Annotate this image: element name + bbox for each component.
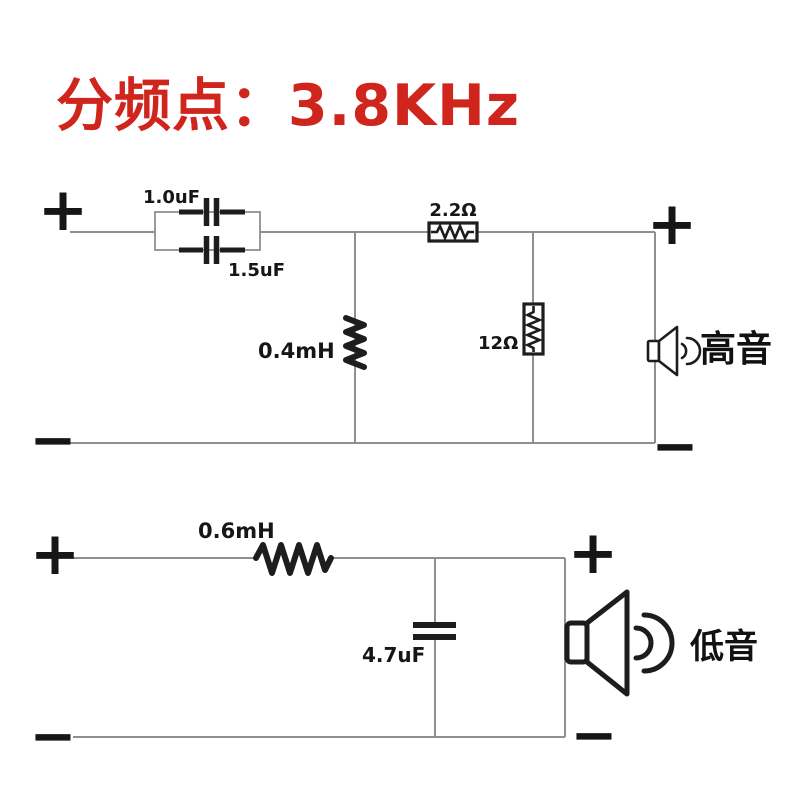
resistor-zigzag: [431, 222, 474, 242]
lp-output-plus: +: [568, 518, 618, 588]
hp-output-minus: −: [652, 414, 699, 479]
speaker-driver: [564, 620, 590, 665]
series-resistor-2_2ohm: [427, 221, 479, 243]
lp-input-minus: −: [30, 704, 77, 769]
sound-wave-large: [641, 612, 675, 674]
sound-wave-small: [633, 625, 654, 661]
lp-output-minus: −: [571, 703, 618, 768]
lowpass-wires: [73, 557, 566, 738]
hp-output-plus: +: [647, 189, 697, 259]
capacitor-1_0uF: [179, 198, 245, 226]
speaker-driver: [646, 339, 661, 363]
lowpass-circuit: 0.6mH 4.7uF 低音 + − + −: [30, 518, 758, 769]
series-resistor-label: 2.2Ω: [429, 200, 476, 221]
resistor-zigzag: [524, 306, 543, 352]
woofer-speaker-icon: [564, 589, 675, 697]
speaker-cone: [657, 325, 679, 377]
sound-wave-large: [685, 336, 702, 366]
highpass-circuit: 1.0uF 1.5uF 0.4mH 2.2Ω 12Ω: [30, 175, 772, 479]
inductor-coil-horizontal: [253, 542, 334, 576]
hp-input-plus: +: [38, 175, 88, 245]
shunt-resistor-label: 12Ω: [478, 333, 518, 354]
shunt-resistor-12ohm: [522, 302, 545, 356]
speaker-cone: [584, 589, 630, 697]
sound-wave-small: [680, 342, 688, 360]
tweeter-speaker-icon: [646, 325, 702, 377]
capacitor-bottom-label: 1.5uF: [228, 260, 285, 281]
inductor-coil-vertical: [343, 315, 367, 370]
hp-input-minus: −: [30, 408, 77, 473]
lp-input-plus: +: [30, 519, 80, 589]
capacitor-1_5uF: [179, 236, 245, 264]
shunt-capacitor-label: 4.7uF: [362, 643, 425, 667]
series-inductor-label: 0.6mH: [198, 519, 275, 543]
woofer-label: 低音: [690, 627, 758, 667]
capacitor-4_7uF: [413, 622, 456, 640]
tweeter-label: 高音: [700, 329, 772, 370]
capacitor-top-label: 1.0uF: [143, 187, 200, 208]
page-title: 分频点：3.8KHz: [56, 73, 521, 139]
shunt-inductor-label: 0.4mH: [258, 339, 335, 363]
